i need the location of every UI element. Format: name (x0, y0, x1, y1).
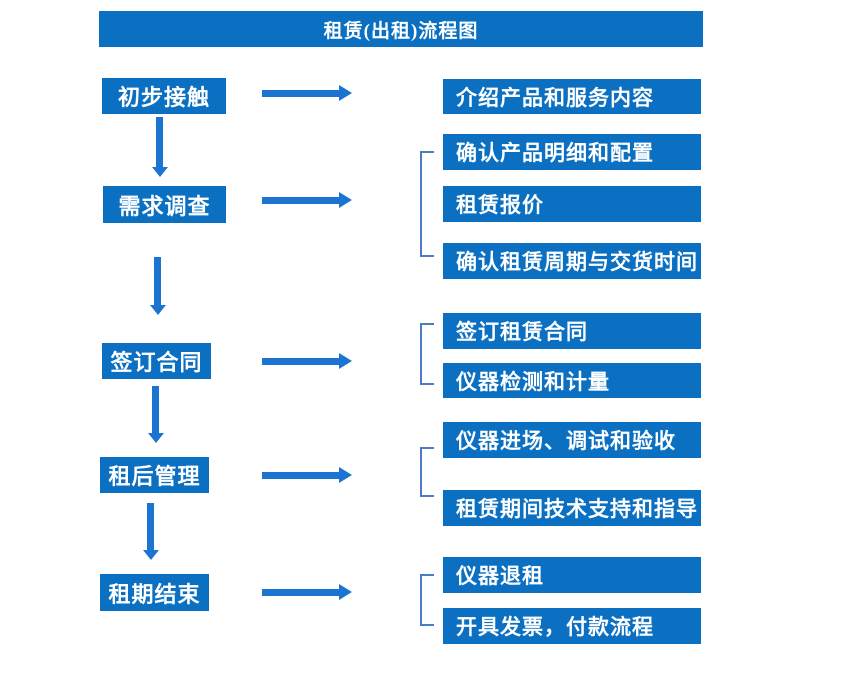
step-box-initial-contact: 初步接触 (102, 78, 226, 114)
bracket-group-step4 (420, 447, 434, 497)
right-arrow-step2-icon (262, 192, 352, 208)
right-arrow-step1-icon (262, 85, 352, 101)
detail-box-equipment-arrival-acceptance: 仪器进场、调试和验收 (443, 422, 701, 458)
detail-box-invoice-payment: 开具发票，付款流程 (443, 608, 701, 644)
flowchart-title: 租赁(出租)流程图 (99, 11, 703, 47)
bracket-group-step5 (420, 574, 434, 626)
step-box-post-rental-management: 租后管理 (100, 457, 209, 493)
detail-box-instrument-testing: 仪器检测和计量 (443, 363, 701, 398)
bracket-group-step3 (420, 323, 434, 385)
down-arrow-2-icon (149, 257, 166, 315)
down-arrow-1-icon (151, 117, 168, 177)
detail-box-introduce-products: 介绍产品和服务内容 (443, 79, 701, 114)
down-arrow-3-icon (147, 386, 164, 443)
step-box-sign-contract: 签订合同 (102, 343, 211, 379)
detail-box-sign-rental-contract: 签订租赁合同 (443, 313, 701, 349)
detail-box-equipment-return: 仪器退租 (443, 557, 701, 593)
step-box-demand-survey: 需求调查 (103, 186, 226, 223)
detail-box-confirm-product-config: 确认产品明细和配置 (443, 134, 701, 170)
down-arrow-4-icon (142, 503, 159, 560)
right-arrow-step4-icon (262, 467, 352, 483)
bracket-group-step2 (420, 151, 434, 257)
right-arrow-step5-icon (262, 584, 352, 600)
detail-box-technical-support: 租赁期间技术支持和指导 (443, 490, 701, 526)
right-arrow-step3-icon (262, 353, 352, 369)
detail-box-confirm-period-delivery: 确认租赁周期与交货时间 (443, 243, 701, 279)
step-box-rental-end: 租期结束 (100, 574, 209, 611)
detail-box-rental-quotation: 租赁报价 (443, 186, 701, 222)
